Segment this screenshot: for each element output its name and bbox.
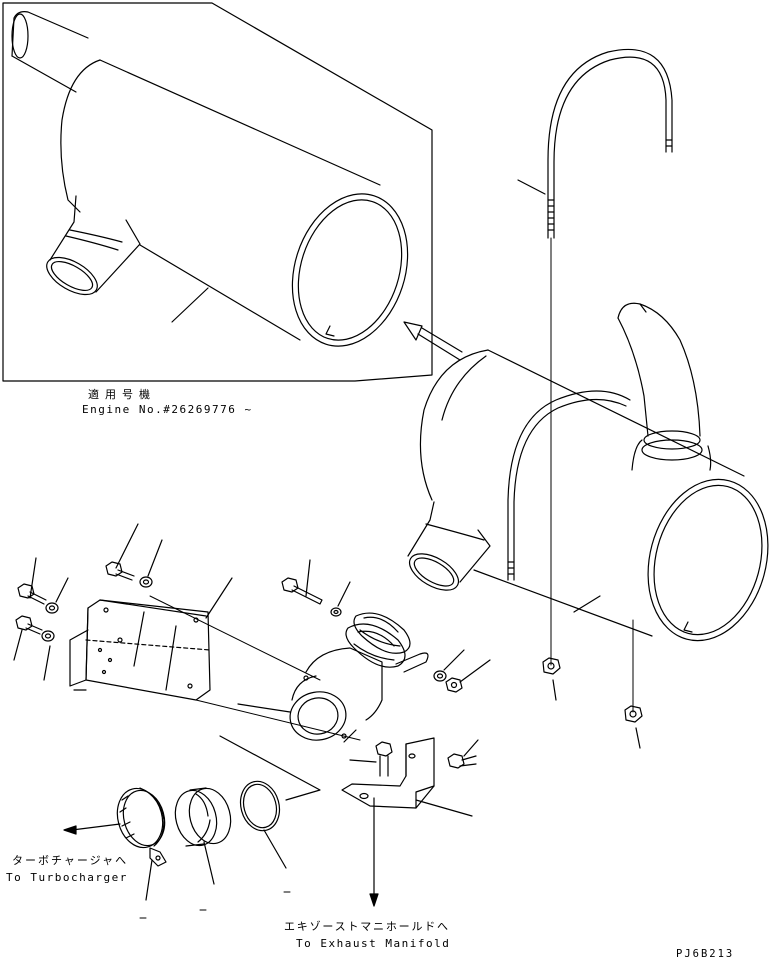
drawing-code: PJ6B213 — [676, 948, 735, 960]
exhaust-label-en: To Exhaust Manifold — [296, 937, 451, 950]
support-bracket — [341, 737, 473, 817]
turbo-label-jp: ターボチャージャへ — [12, 854, 129, 867]
main-muffler — [407, 302, 769, 642]
inset-caption-en: Engine No.#26269776 ~ — [82, 403, 253, 416]
exhaust-arrow — [369, 797, 379, 907]
inset-frame — [2, 2, 433, 382]
exhaust-label-jp: エキゾーストマニホールドへ — [284, 920, 450, 933]
u-bolt-rear — [507, 390, 634, 713]
ref-dashes — [139, 891, 291, 919]
washer-lower-left — [41, 630, 55, 681]
bolt-lower-left — [13, 615, 43, 661]
bolt-support-side — [447, 739, 479, 769]
turbo-arrow — [63, 823, 121, 835]
inset-arrow — [403, 321, 463, 361]
mounting-bracket — [69, 577, 361, 741]
washer-top-bracket — [139, 539, 163, 588]
turbo-label-en: To Turbocharger — [6, 871, 128, 884]
bolt-top-bracket — [105, 523, 139, 581]
washer-upper-middle — [330, 581, 351, 617]
rubber-hose — [174, 787, 232, 885]
inset-muffler — [11, 11, 409, 347]
u-bolt-front — [517, 48, 673, 666]
gasket-lower — [345, 623, 429, 673]
washer-upper-left — [45, 577, 69, 614]
o-ring-seal — [239, 780, 287, 869]
nut-right — [445, 659, 491, 693]
elbow-pipe — [219, 647, 383, 801]
bolt-upper-left — [17, 557, 47, 605]
nut-front — [542, 657, 561, 701]
nut-rear — [624, 705, 643, 749]
bolt-upper-middle — [281, 559, 323, 605]
gasket-upper — [353, 612, 411, 654]
bolt-support-vertical — [349, 741, 393, 777]
washer-right — [433, 649, 465, 682]
inset-caption-jp: 適用号機 — [88, 388, 156, 401]
